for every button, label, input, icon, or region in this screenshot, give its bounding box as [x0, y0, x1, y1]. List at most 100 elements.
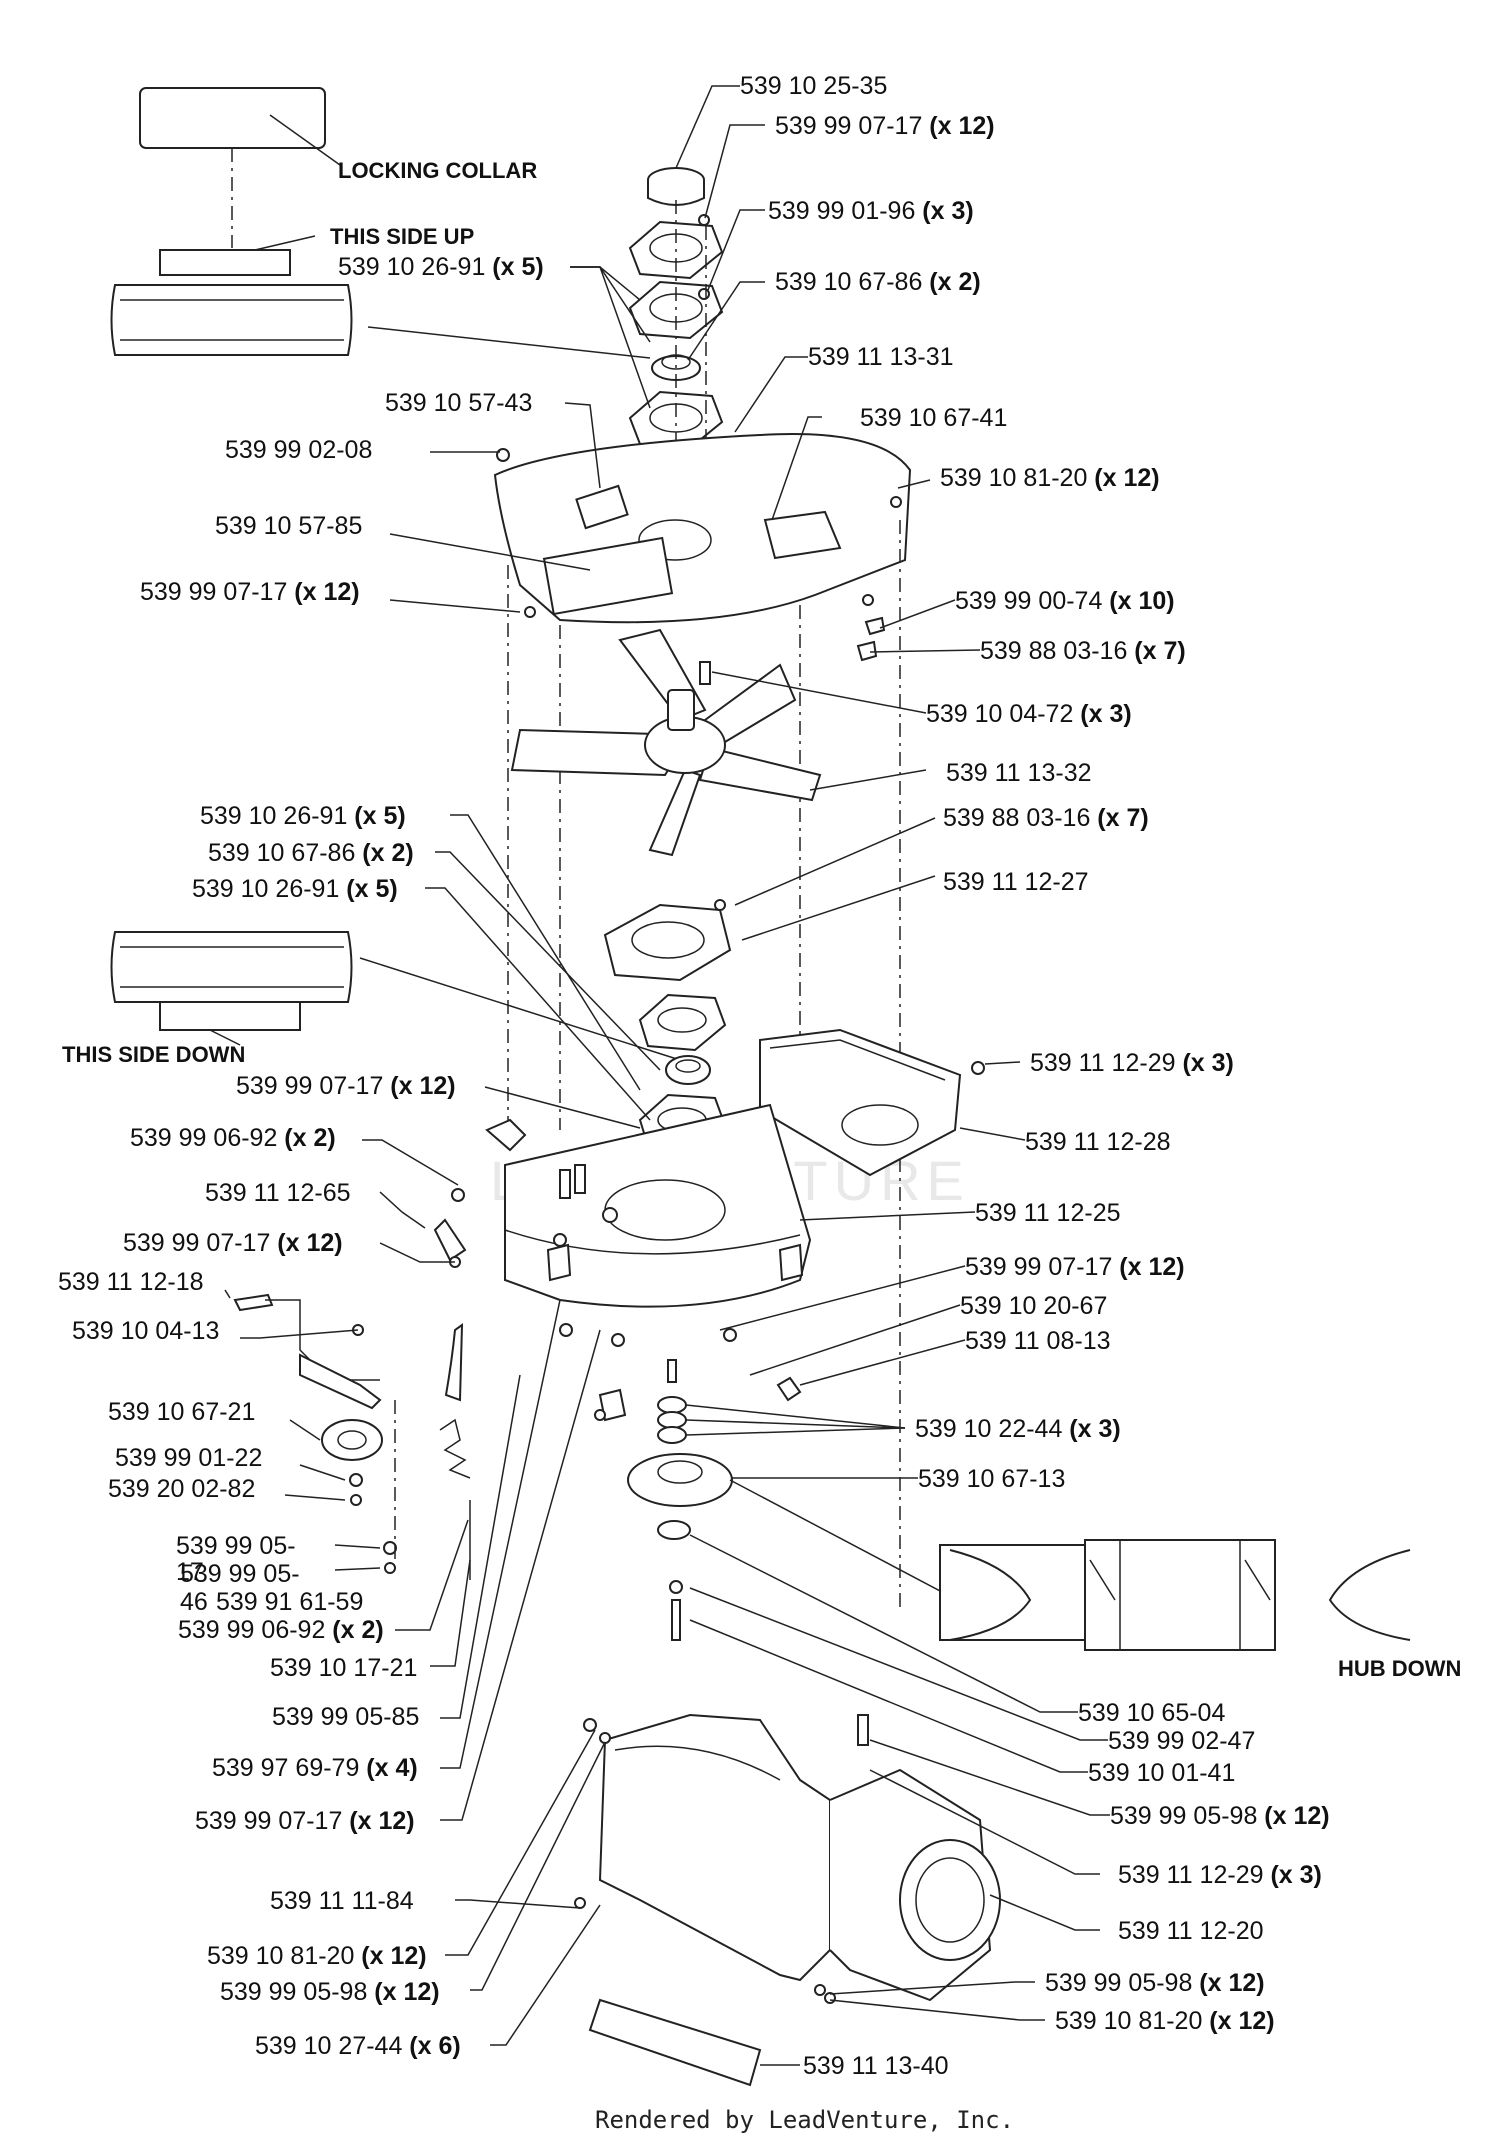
part-callout: 539 10 26-91 (x 5) [200, 802, 406, 830]
part-number: 539 99 05- [176, 1532, 296, 1560]
part-number: 539 99 05- [180, 1560, 300, 1588]
part-callout: 539 10 17-21 [270, 1654, 417, 1682]
part-number: 539 99 01-96 [768, 197, 915, 225]
part-quantity: (x 10) [1102, 587, 1174, 615]
part-number: 539 99 02-47 [1108, 1727, 1255, 1755]
part-callout: 539 10 57-43 [385, 389, 532, 417]
part-callout: 539 99 00-74 (x 10) [955, 587, 1175, 615]
part-number: 539 10 17-21 [270, 1654, 417, 1682]
callout-labels: 539 10 25-35 539 99 07-17 (x 12) 539 99 01… [58, 72, 1330, 2080]
part-quantity: (x 7) [1090, 804, 1148, 832]
part-callout: 539 10 67-86 (x 2) [775, 268, 981, 296]
discharge-chute [574, 1713, 1001, 2087]
part-quantity: (x 5) [485, 253, 543, 281]
part-number: 539 99 07-17 [123, 1229, 270, 1257]
part-callout: 539 10 26-91 (x 5) [338, 253, 544, 281]
part-callout: 539 10 04-13 [72, 1317, 219, 1345]
part-quantity: (x 12) [270, 1229, 342, 1257]
part-callout: 539 11 13-40 [803, 2052, 949, 2080]
part-number: 539 11 13-32 [946, 759, 1092, 787]
part-callout: 539 10 67-41 [860, 404, 1007, 432]
part-number: 539 11 12-25 [975, 1199, 1121, 1227]
part-number: 539 99 01-22 [115, 1444, 262, 1472]
locking-collar-caption: LOCKING COLLAR [338, 158, 537, 183]
part-number: 539 10 57-43 [385, 389, 532, 417]
part-number: 539 10 67-41 [860, 404, 1007, 432]
part-number: 539 10 04-72 [926, 700, 1073, 728]
part-quantity: (x 3) [915, 197, 973, 225]
part-number: 539 99 07-17 [195, 1807, 342, 1835]
part-callout: 539 10 26-91 (x 5) [192, 875, 398, 903]
part-number: 539 11 12-18 [58, 1268, 204, 1296]
part-callout: 539 99 01-96 (x 3) [768, 197, 974, 225]
part-number: 539 10 27-44 [255, 2032, 402, 2060]
part-callout: 539 91 61-59 [216, 1588, 363, 1616]
part-callout: 539 11 12-18 [58, 1268, 204, 1296]
part-quantity: (x 12) [1202, 2007, 1274, 2035]
lower-housing [485, 1103, 812, 1347]
leader-lines [224, 85, 1110, 2066]
chute-inlet [759, 1028, 985, 1177]
part-callout: 539 99 05-98 (x 12) [1110, 1802, 1330, 1830]
bearing-this-side-down-illustration [110, 931, 681, 1061]
part-number: 539 11 13-40 [803, 2052, 949, 2080]
part-number: 539 88 03-16 [943, 804, 1090, 832]
part-callout: 539 10 27-44 (x 6) [255, 2032, 461, 2060]
part-quantity: (x 2) [355, 839, 413, 867]
part-callout: 539 10 67-21 [108, 1398, 255, 1426]
part-number: 539 99 05-98 [1045, 1969, 1192, 1997]
part-number: 539 99 05-98 [1110, 1802, 1257, 1830]
part-number: 539 10 67-86 [775, 268, 922, 296]
part-number: 539 10 57-85 [215, 512, 362, 540]
part-callout: 539 88 03-16 (x 7) [980, 637, 1186, 665]
part-quantity: (x 12) [1112, 1253, 1184, 1281]
part-callout: 539 99 06-92 (x 2) [130, 1124, 336, 1152]
part-quantity: (x 6) [402, 2032, 460, 2060]
part-quantity: (x 5) [339, 875, 397, 903]
part-callout: 539 99 05-98 (x 12) [1045, 1969, 1265, 1997]
part-number: 539 11 08-13 [965, 1327, 1111, 1355]
part-callout: 539 99 05-98 (x 12) [220, 1978, 440, 2006]
part-quantity: (x 12) [1257, 1802, 1329, 1830]
part-callout: 539 99 05- [176, 1532, 296, 1560]
part-number: 539 10 01-41 [1088, 1759, 1235, 1787]
part-number: 539 10 26-91 [200, 802, 347, 830]
part-callout: 539 10 57-85 [215, 512, 362, 540]
part-callout: 17 [176, 1558, 204, 1586]
part-number: 539 97 69-79 [212, 1754, 359, 1782]
part-callout: 539 10 81-20 (x 12) [940, 464, 1160, 492]
part-quantity: (x 12) [922, 112, 994, 140]
part-quantity: (x 12) [367, 1978, 439, 2006]
part-callout: 539 99 02-47 [1108, 1727, 1255, 1755]
part-callout: 539 10 81-20 (x 12) [1055, 2007, 1275, 2035]
part-number: 46 [180, 1588, 208, 1616]
part-quantity: (x 3) [1062, 1415, 1120, 1443]
pulley-cross-section [939, 1539, 1411, 1651]
part-number: 539 99 02-08 [225, 436, 372, 464]
part-number: 539 11 12-20 [1118, 1917, 1264, 1945]
part-callout: 539 10 65-04 [1078, 1699, 1225, 1727]
part-number: 539 99 06-92 [130, 1124, 277, 1152]
this-side-up-caption: THIS SIDE UP [330, 224, 474, 249]
part-callout: 539 11 13-31 [808, 343, 954, 371]
part-number: 539 10 67-21 [108, 1398, 255, 1426]
part-quantity: (x 2) [922, 268, 980, 296]
part-callout: 46 [180, 1588, 208, 1616]
part-number: 539 99 07-17 [775, 112, 922, 140]
part-callout: 539 10 22-44 (x 3) [915, 1415, 1121, 1443]
part-quantity: (x 3) [1073, 700, 1131, 728]
locking-collar-illustration [110, 87, 651, 359]
part-callout: 539 20 02-82 [108, 1475, 255, 1503]
part-number: 539 10 20-67 [960, 1292, 1107, 1320]
part-callout: 539 11 12-29 (x 3) [1118, 1861, 1322, 1889]
part-callout: 539 99 07-17 (x 12) [775, 112, 995, 140]
part-quantity: (x 12) [287, 578, 359, 606]
part-quantity: (x 2) [277, 1124, 335, 1152]
this-side-down-caption: THIS SIDE DOWN [62, 1042, 245, 1067]
part-quantity: (x 5) [347, 802, 405, 830]
part-callout: 539 10 25-35 [740, 72, 887, 100]
part-callout: 539 11 12-20 [1118, 1917, 1264, 1945]
part-number: 539 10 25-35 [740, 72, 887, 100]
